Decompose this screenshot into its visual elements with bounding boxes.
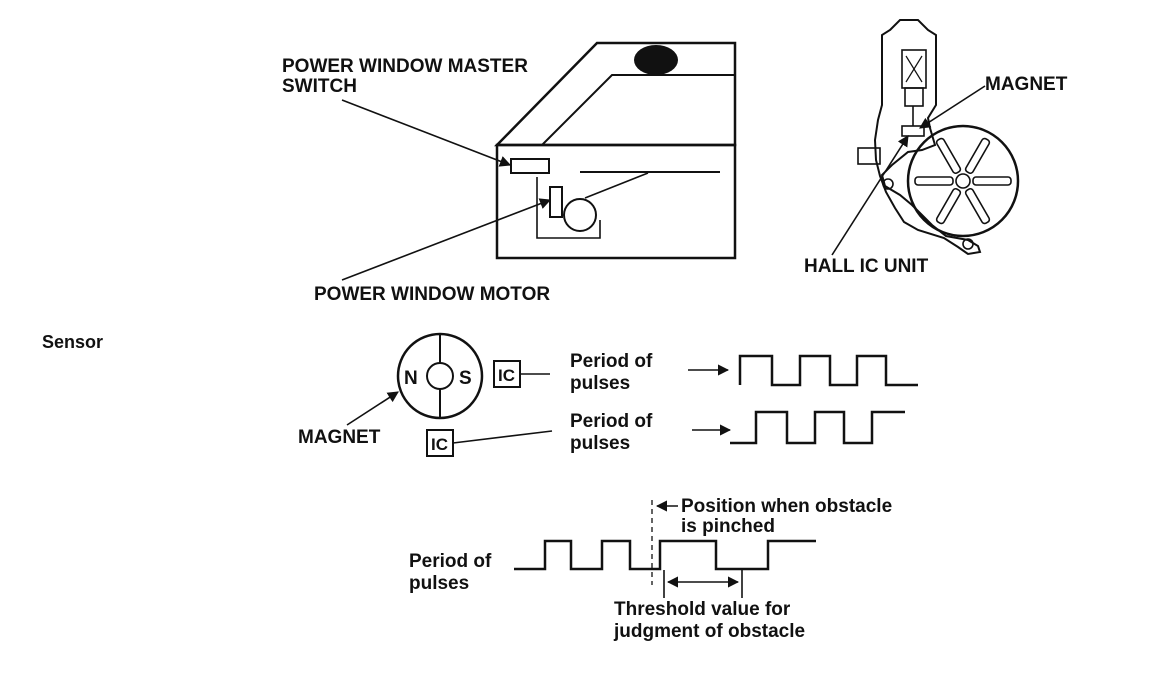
window-motor-shape	[549, 186, 597, 232]
hall-ic-leader	[831, 135, 909, 256]
magnet-top-label: MAGNET	[985, 74, 1068, 95]
threshold-label-line2: judgment of obstacle	[613, 621, 805, 642]
pulse-wave-middle	[730, 410, 905, 445]
master-switch-label-line2: SWITCH	[282, 76, 357, 97]
magnet-sensor-leader	[346, 391, 399, 426]
window-motor-leader	[341, 198, 552, 281]
pulse-wave-bottom	[514, 539, 816, 571]
ic-upper-label: IC	[498, 366, 515, 385]
hall-ic-unit-label: HALL IC UNIT	[804, 256, 929, 277]
obstacle-label-line2: is pinched	[681, 516, 775, 537]
master-switch-rect	[510, 158, 550, 174]
gear-spokes	[914, 137, 1012, 225]
motor-gear-housing	[906, 124, 1020, 238]
pole-n-label: N	[404, 368, 418, 389]
door-illustration	[494, 41, 737, 260]
obstacle-label-line1: Position when obstacle	[681, 496, 892, 517]
period-middle-label-line2: pulses	[570, 433, 630, 454]
magnet-top-leader	[919, 85, 986, 129]
magnet-disc	[396, 332, 484, 420]
period-bottom-label-line2: pulses	[409, 573, 469, 594]
period-upper-label-line2: pulses	[570, 373, 630, 394]
period-middle-label-line1: Period of	[570, 411, 653, 432]
master-switch-label-line1: POWER WINDOW MASTER	[282, 56, 528, 77]
master-switch-leader	[341, 99, 512, 167]
magnet-sensor-label: MAGNET	[298, 427, 381, 448]
pulse-wave-upper	[738, 354, 918, 387]
door-lock-knob	[634, 45, 678, 75]
threshold-label-line1: Threshold value for	[614, 599, 791, 620]
period-bottom-label-line1: Period of	[409, 551, 492, 572]
period-upper-label-line1: Period of	[570, 351, 653, 372]
ic-lower-label: IC	[431, 435, 448, 454]
window-motor-label: POWER WINDOW MOTOR	[314, 284, 550, 305]
pole-s-label: S	[459, 368, 472, 389]
sensor-label: Sensor	[42, 332, 103, 352]
motor-connector	[857, 147, 881, 165]
motor-illustration	[857, 19, 1020, 256]
